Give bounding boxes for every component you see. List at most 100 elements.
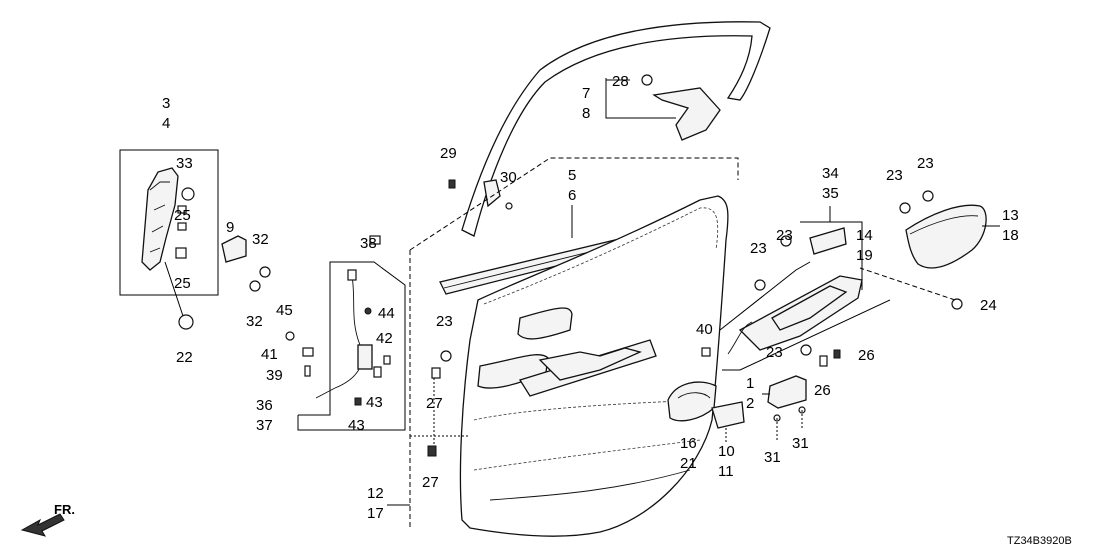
callout-2: 2 [746,395,754,412]
wire-harness [315,275,363,399]
callout-24: 24 [980,297,997,314]
callout-25-upper: 25 [174,207,191,224]
callout-9: 9 [226,219,234,236]
screw-24-axis [859,267,956,301]
callout-31-left: 31 [764,449,781,466]
screw-45 [285,331,295,341]
harness-connector-mid [357,344,373,370]
callout-23-top: 23 [776,227,793,244]
callout-23-bottom: 23 [766,344,783,361]
clip-25-upper [177,205,187,214]
callout-19: 19 [856,247,873,264]
callout-28: 28 [612,73,629,90]
callout-7: 7 [582,85,590,102]
callout-25-lower: 25 [174,275,191,292]
harness-group-36-37 [285,235,406,431]
callout-30: 30 [500,169,517,186]
callout-45: 45 [276,302,293,319]
callout-31-right: 31 [792,435,809,452]
pillar-bracket-part [141,167,179,271]
clip-23-pad-a [899,202,911,214]
clip-23-pad-b [922,190,934,202]
callout-35: 35 [822,185,839,202]
clip-23-bottom [800,344,812,356]
harness-connector-top [347,269,357,281]
callout-39: 39 [266,367,283,384]
callout-40: 40 [696,321,713,338]
front-arrow-label: FR. [54,502,75,517]
bracket-9-group [221,235,271,292]
screw-32-upper [259,266,271,278]
lining-top-stitch [483,207,719,305]
callout-13: 13 [1002,207,1019,224]
callout-32-upper: 32 [252,231,269,248]
leader-22 [164,261,184,317]
lining-bottom-trim [489,469,691,501]
callout-27-upper: 27 [426,395,443,412]
clip-38 [369,235,381,245]
clip-28 [641,74,653,86]
callout-29: 29 [440,145,457,162]
clip-26-right [833,349,841,359]
switch-panel-group [701,206,891,371]
callout-1: 1 [746,375,754,392]
lining-pull-cup [517,307,573,340]
clip-27-upper [431,367,441,379]
bracket-9 [221,235,247,263]
door-lining-panel [410,195,729,537]
clip-39 [304,365,311,377]
callout-4: 4 [162,115,170,132]
switch-wire [727,321,753,355]
callout-12: 12 [367,485,384,502]
callout-23-panel: 23 [436,313,453,330]
drawing-code: TZ34B3920B [1007,535,1072,547]
bolt-22 [178,314,194,330]
clip-25-middle [177,222,187,231]
leader-7-8 [605,78,676,119]
front-arrow-icon [20,513,65,537]
callout-33: 33 [176,155,193,172]
screw-32-lower [249,280,261,292]
callout-43-upper: 43 [366,394,383,411]
callout-3: 3 [162,95,170,112]
armrest-pad-13-18 [859,190,1000,310]
screw-24 [951,298,963,310]
group-34-35-left [719,261,811,331]
clip-25-lower [175,247,187,259]
pillar-bracket-ribs [149,181,170,253]
switch-14-19 [809,227,847,255]
clip-27-lower [427,445,437,457]
lining-switch-base [538,347,642,381]
sash-garnish-group [448,21,771,237]
armrest-pad-edge [909,215,979,235]
callout-labels: 3 4 33 25 25 22 9 32 32 45 41 39 36 37 3… [162,73,1019,522]
callout-23-left: 23 [750,240,767,257]
callout-34: 34 [822,165,839,182]
bracket-group-3-4 [119,149,219,330]
lining-lower-stitch [473,439,701,471]
callout-43-lower: 43 [348,417,365,434]
group-frame-top [409,157,739,251]
clip-44 [364,307,372,315]
switch-1-2 [767,375,807,409]
clip-43-lower [354,397,362,406]
callout-37: 37 [256,417,273,434]
callout-44: 44 [378,305,395,322]
callout-8: 8 [582,105,590,122]
callout-23-pad-b: 23 [917,155,934,172]
group-bracket-frame [119,149,219,296]
callout-6: 6 [568,187,576,204]
cover-10-11 [711,401,745,429]
callout-21: 21 [680,455,697,472]
clip-40 [701,347,711,357]
callout-10: 10 [718,443,735,460]
inner-handle-detail [677,392,711,399]
callout-26-left: 26 [814,382,831,399]
callout-14: 14 [856,227,873,244]
clip-23-left [754,279,766,291]
callout-36: 36 [256,397,273,414]
clip-43-upper [373,366,382,378]
screw-30 [505,202,513,210]
front-direction-arrow: FR. [20,502,75,537]
